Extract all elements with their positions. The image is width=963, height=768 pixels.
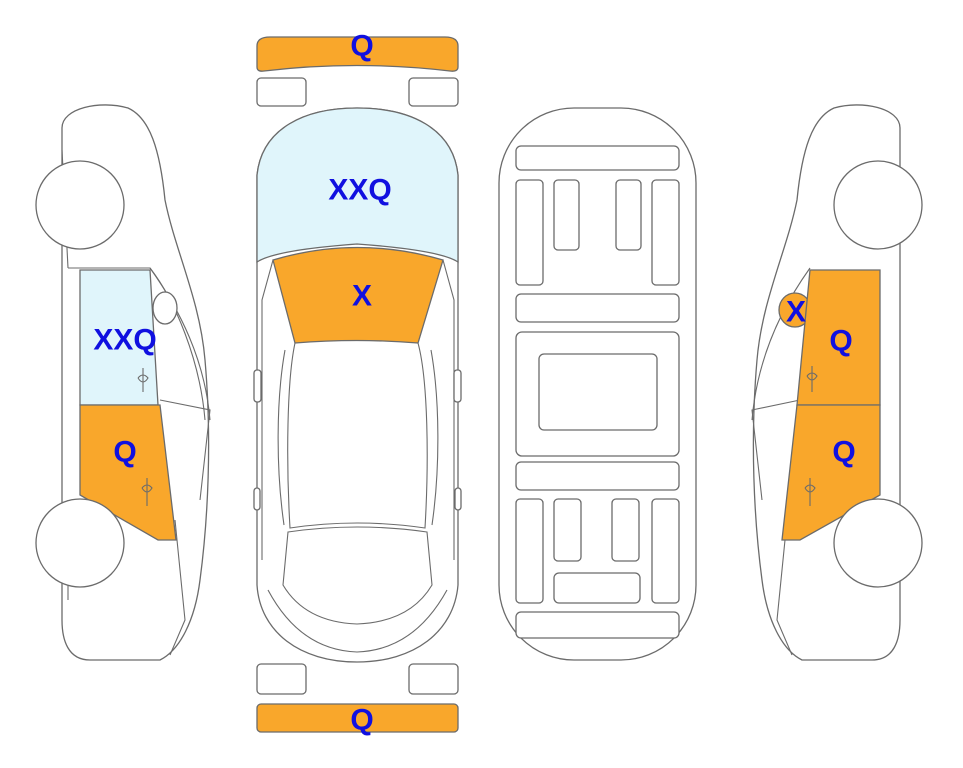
left-front-door-label: Q (113, 436, 136, 469)
right-front-handle-icon (806, 366, 818, 392)
rear-bumper-label: Q (350, 704, 373, 737)
left-side-rear-arch (169, 519, 186, 656)
left-front-wheel (35, 160, 125, 250)
top-right-a-pillar (442, 259, 455, 560)
front-left-fog-light (256, 77, 307, 107)
rear-bumper-panel[interactable] (256, 703, 459, 733)
roof-outline (287, 342, 428, 529)
underbody-mid-rear-bar (515, 461, 680, 491)
rear-bumper-group (256, 663, 459, 733)
rear-right-light (408, 663, 459, 695)
right-side-rear-arch (776, 519, 793, 656)
rear-window (282, 526, 433, 625)
top-view-car (253, 107, 462, 663)
right-side-rear-window (751, 399, 801, 501)
windshield-label: X (352, 280, 372, 313)
top-right-mirror (453, 369, 462, 403)
right-side-window-frame (751, 267, 811, 421)
underbody-rear-tank (553, 572, 641, 604)
right-front-wheel (833, 160, 923, 250)
rear-left-light (256, 663, 307, 695)
underbody-view (498, 107, 697, 661)
left-rear-handle-icon (141, 478, 153, 506)
underbody-rear-right-rail (651, 498, 680, 604)
right-rear-door-label: Q (832, 436, 855, 469)
left-side-view (35, 104, 211, 661)
left-side-mirror (152, 291, 178, 325)
underbody-front-crossmember (515, 145, 680, 171)
underbody-rear-inner-right (611, 498, 640, 562)
right-mirror-label: X (786, 296, 806, 329)
top-left-mirror (253, 369, 262, 403)
front-right-fog-light (408, 77, 459, 107)
left-rear-wheel (35, 498, 125, 588)
right-front-door-label: Q (829, 325, 852, 358)
top-left-side-window (277, 349, 286, 526)
damage-labels: Q XXQ X Q XXQ Q X Q Q (93, 30, 855, 737)
underbody-mid-front-bar (515, 293, 680, 323)
underbody-front-inner-left (553, 179, 580, 251)
front-bumper-panel[interactable] (256, 36, 459, 72)
top-left-rear-handle (253, 487, 261, 511)
top-right-rear-handle (454, 487, 462, 511)
underbody-rear-crossmember (515, 611, 680, 639)
underbody-front-right-rail (651, 179, 680, 286)
hood-label: XXQ (328, 174, 391, 207)
top-right-side-window (430, 349, 439, 526)
hood-panel[interactable] (256, 107, 459, 264)
trunk-line (267, 589, 448, 653)
left-side-window-frame (149, 267, 211, 421)
left-front-handle-icon (137, 368, 149, 392)
underbody-rear-left-rail (515, 498, 544, 604)
left-front-fender-label: XXQ (93, 324, 156, 357)
underbody-front-left-rail (515, 179, 544, 286)
underbody-front-inner-right (615, 179, 642, 251)
underbody-rear-inner-left (553, 498, 582, 562)
left-side-rear-window (159, 399, 211, 501)
front-bumper-label: Q (350, 30, 373, 63)
front-bumper-group (256, 36, 459, 107)
right-rear-handle-icon (804, 478, 816, 506)
right-rear-wheel (833, 498, 923, 588)
top-left-a-pillar (261, 259, 274, 560)
underbody-center-pan (538, 353, 658, 431)
right-side-view (751, 104, 923, 661)
